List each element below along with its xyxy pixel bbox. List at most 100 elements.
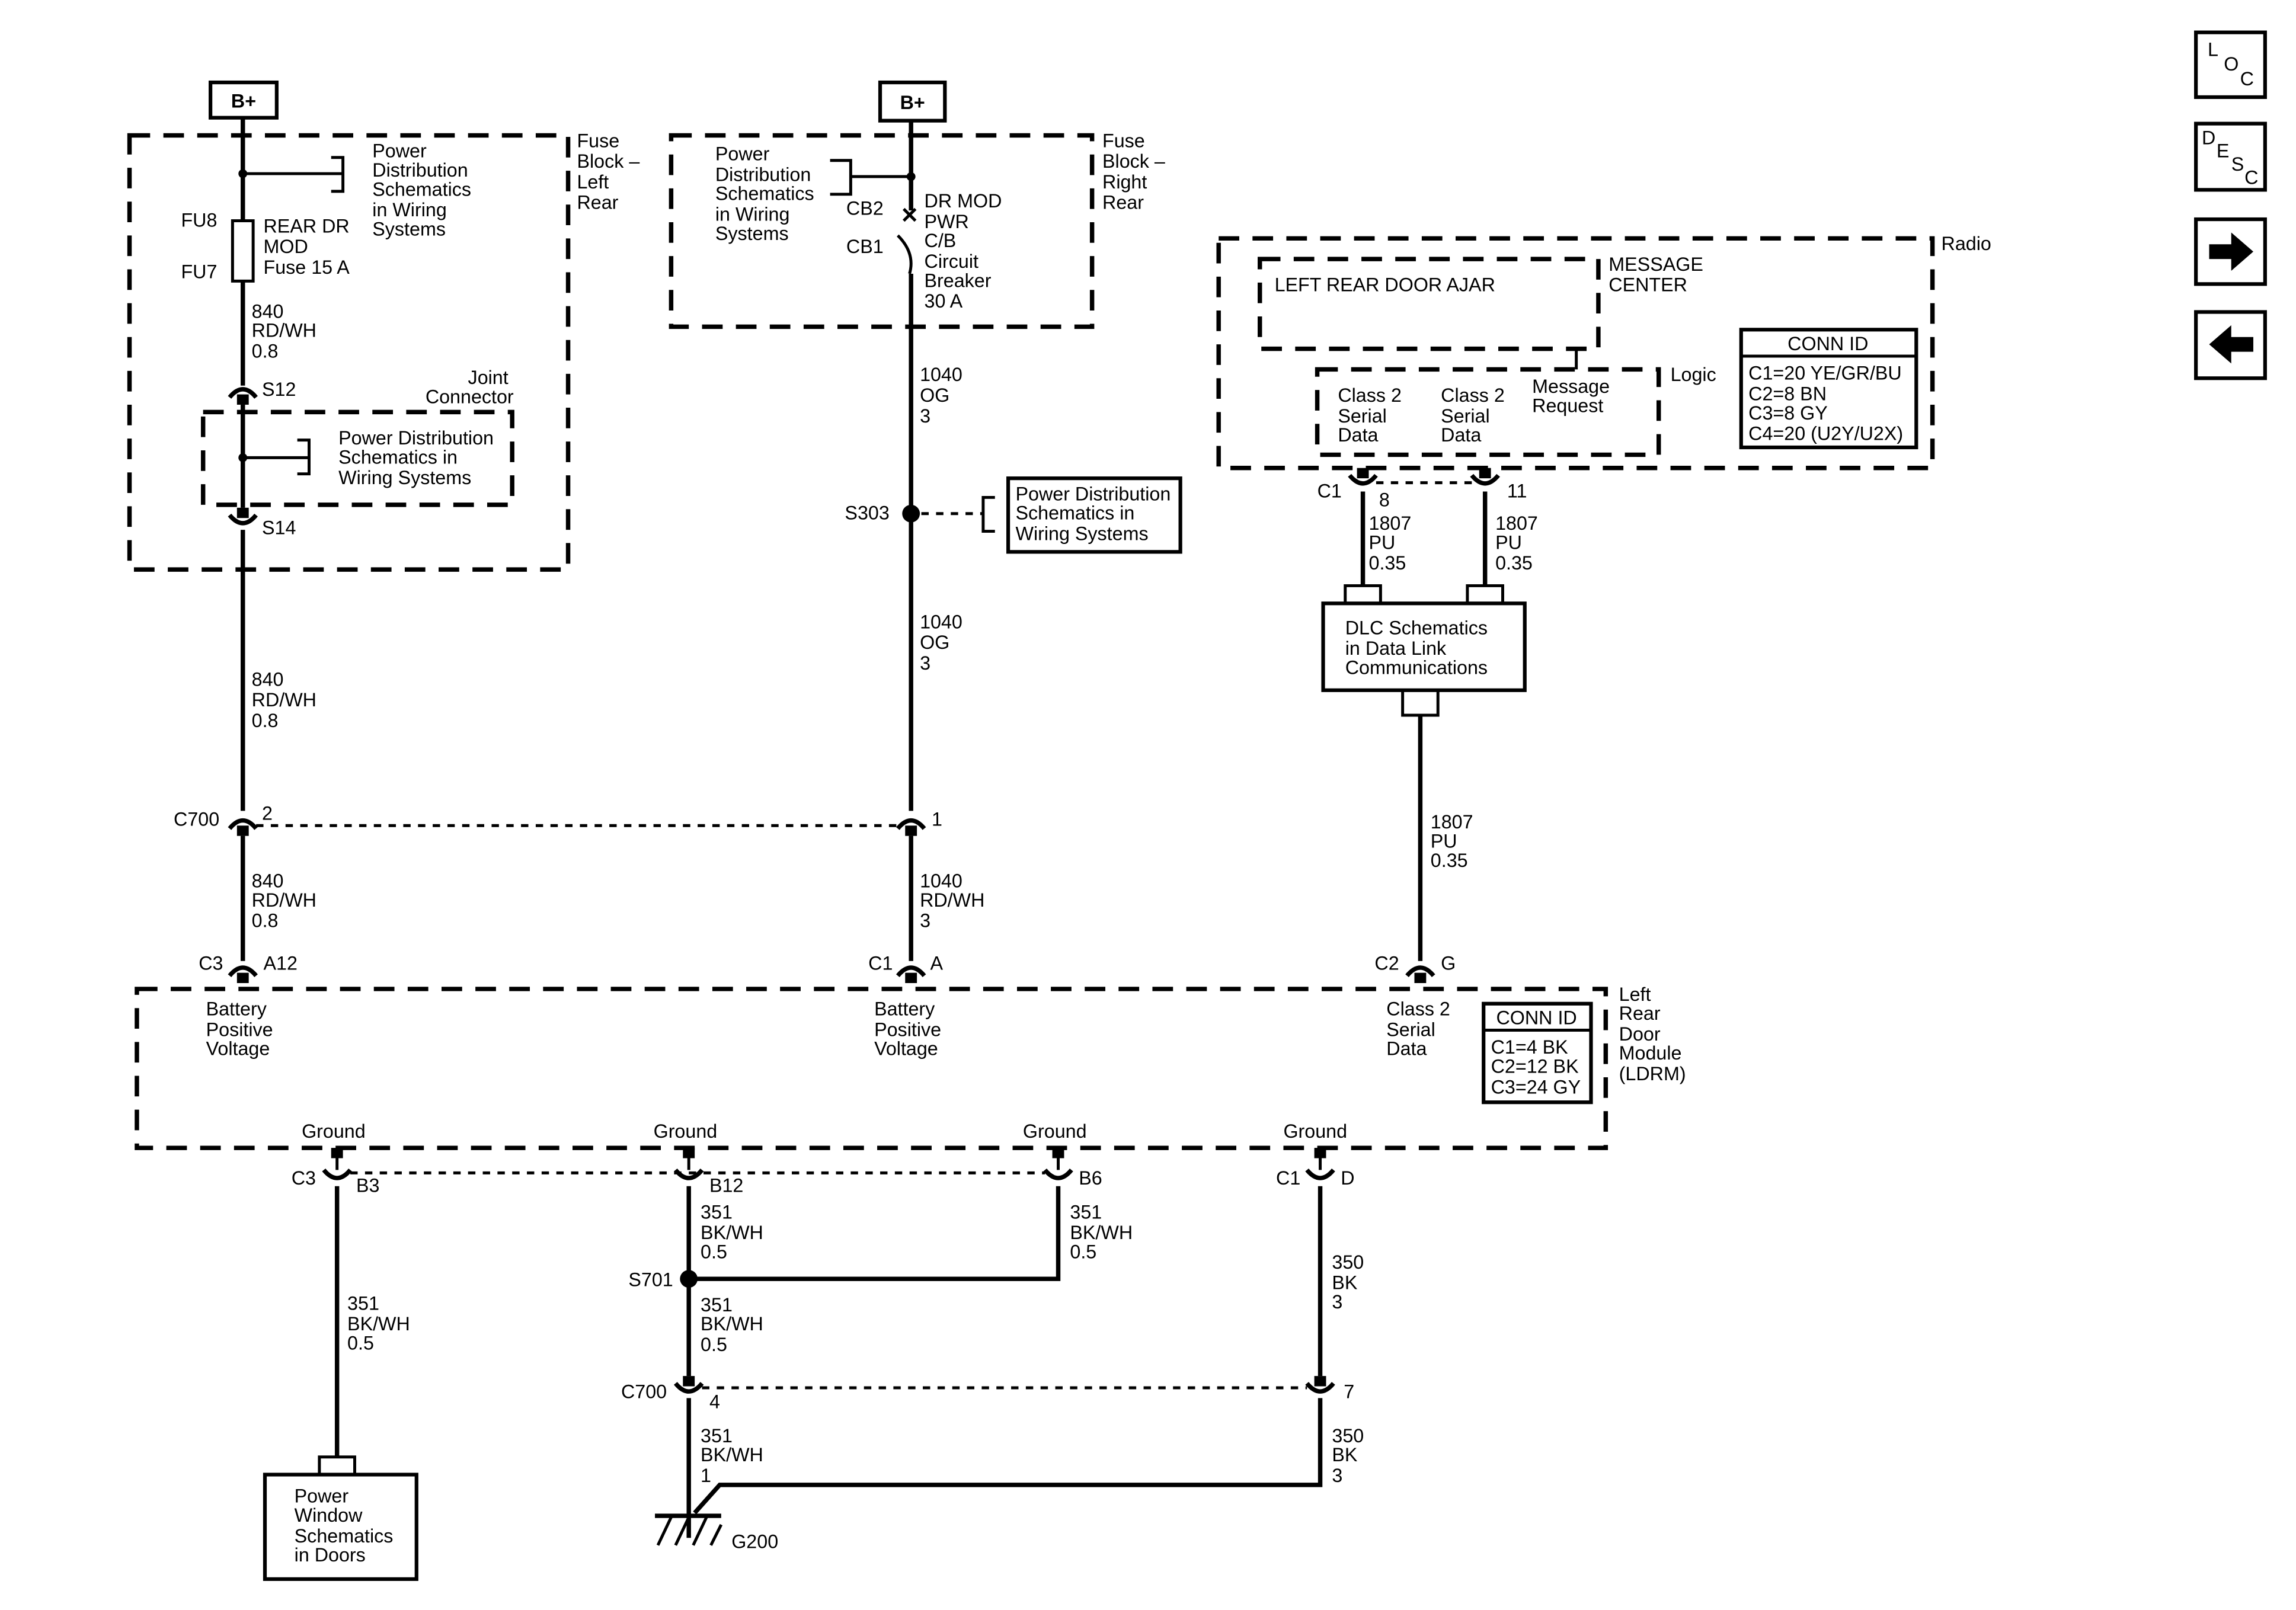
wire-351-d-label: 351 BK/WH 0.5 (701, 1294, 769, 1355)
loc-letter-l: L (2208, 39, 2218, 60)
radio-conn-id-title: CONN ID (1787, 333, 1868, 354)
ldrm-b12-label: B12 (709, 1175, 743, 1196)
ldrm-pin-b3-mark (331, 1148, 343, 1158)
ldrm-ground-1: Ground (302, 1121, 366, 1142)
radio-pin11-label: 11 (1507, 480, 1527, 501)
ldrm-a12-label: A12 (264, 953, 298, 974)
wire-351-c-label: 351 BK/WH 0.5 (1070, 1201, 1138, 1262)
s14-label: S14 (262, 517, 296, 539)
wire-351-b6 (689, 1186, 1061, 1281)
c700-pin7-mark (1314, 1376, 1326, 1387)
logic-box (1315, 367, 1661, 457)
ldrm-pin-a (896, 965, 926, 978)
ldrm-c1b-label: C1 (1276, 1167, 1300, 1189)
circuit-breaker-arc (897, 234, 913, 274)
ldrm-c2-label: C2 (1374, 953, 1399, 974)
dlc-bracket-a (1344, 584, 1382, 604)
wire-350-b-label: 350 BK 3 (1332, 1425, 1369, 1486)
power-window-box (263, 1473, 418, 1581)
wire-350-to-g200 (693, 1398, 1323, 1515)
c700-pin-7 (1305, 1382, 1335, 1394)
desc-letter-c: C (2244, 167, 2258, 188)
connector-c700-pin1 (896, 818, 926, 830)
door-ajar-text: LEFT REAR DOOR AJAR (1275, 274, 1495, 296)
dlc-box (1321, 601, 1527, 692)
power-dist-right-text: Power Distribution Schematics in Wiring … (715, 143, 820, 244)
wire-1807-c-label: 1807 PU 0.35 (1431, 811, 1479, 871)
loc-letter-c: C (2240, 68, 2254, 89)
ldrm-pin-g-mark (1414, 972, 1427, 984)
message-request-text: Message Request (1532, 376, 1615, 416)
radio-conn-id-box (1739, 328, 1918, 450)
next-arrow-button[interactable] (2194, 217, 2267, 286)
message-center-box (1258, 257, 1601, 351)
ldrm-ground-2: Ground (654, 1121, 718, 1142)
ldrm-title: Left Rear Door Module (LDRM) (1619, 984, 1687, 1084)
connector-s12-pin (236, 394, 249, 405)
ldrm-pin-b12-mark (683, 1148, 695, 1158)
ldrm-ground-4: Ground (1283, 1121, 1347, 1142)
g200-label: G200 (731, 1531, 778, 1553)
s303-power-dist-box (1006, 476, 1182, 554)
c700-lower-label: C700 (621, 1381, 667, 1402)
radio-pin-8 (1348, 473, 1378, 486)
ldrm-pin-stubs (335, 1158, 1322, 1170)
fuse-block-right-title: Fuse Block – Right Rear (1102, 130, 1171, 213)
c700-pin4-mark (683, 1376, 695, 1387)
wire-351-a-label: 351 BK/WH 0.5 (347, 1292, 415, 1353)
fuse-block-left-title: Fuse Block – Left Rear (577, 130, 645, 213)
b-plus-left-label: B+ (231, 90, 256, 111)
radio-pin-11 (1470, 473, 1500, 486)
ldrm-pin-b3 (322, 1168, 352, 1180)
wire-1807-a-label: 1807 PU 0.35 (1369, 513, 1417, 574)
ldrm-pin-g (1405, 965, 1435, 978)
ldrm-pin-a-mark (905, 972, 917, 984)
s12-label: S12 (262, 379, 296, 400)
ldrm-b6-label: B6 (1079, 1167, 1102, 1189)
ldrm-c3-label: C3 (199, 953, 223, 974)
cb1-label: CB1 (846, 236, 884, 257)
fuse-desc-text: REAR DR MOD Fuse 15 A (264, 215, 355, 278)
b-plus-mid: B+ (878, 80, 947, 123)
connector-s14-pin (236, 507, 249, 518)
radio-conn-id-list: C1=20 YE/GR/BU C2=8 BN C3=8 GY C4=20 (U2… (1748, 363, 1907, 444)
dlc-text: DLC Schematics in Data Link Communicatio… (1345, 617, 1493, 678)
ldrm-pin-a12 (228, 965, 258, 978)
c700-pin7-label: 7 (1344, 1381, 1354, 1402)
c700-pin2-mark (236, 825, 249, 836)
prev-arrow-button[interactable] (2194, 310, 2267, 380)
ldrm-conn-id-box (1482, 1001, 1593, 1105)
splice-s701 (680, 1270, 698, 1288)
joint-pd-text: Power Distribution Schematics in Wiring … (338, 427, 499, 488)
ldrm-pin-b6 (1043, 1168, 1073, 1180)
s303-bracket (981, 495, 995, 533)
desc-button[interactable]: D E S C (2194, 121, 2267, 192)
s701-label: S701 (628, 1269, 673, 1291)
loc-button[interactable]: L O C (2194, 30, 2267, 100)
joint-connector-box (200, 409, 514, 507)
cb-desc-text: DR MOD PWR C/B Circuit Breaker 30 A (925, 190, 1008, 312)
ldrm-pin-d (1305, 1168, 1335, 1180)
ldrm-pin-d-mark (1314, 1148, 1326, 1158)
ldrm-pin-a12-mark (236, 972, 249, 984)
s303-label: S303 (845, 502, 889, 524)
s303-power-dist-text: Power Distribution Schematics in Wiring … (1016, 483, 1176, 544)
ldrm-b3-label: B3 (356, 1175, 379, 1196)
wire-350-a-label: 350 BK 3 (1332, 1251, 1369, 1313)
desc-letter-e: E (2217, 140, 2230, 162)
fuse-symbol-fu8 (231, 219, 255, 283)
ldrm-c3b-label: C3 (292, 1167, 316, 1189)
loc-letter-o: O (2224, 53, 2239, 75)
power-window-bracket (318, 1455, 356, 1475)
ldrm-bpv2-text: Battery Positive Voltage (874, 998, 946, 1060)
b-plus-mid-label: B+ (900, 92, 925, 113)
c700-pin-2-label: 2 (262, 802, 273, 824)
c700-pin1-mark (905, 825, 917, 836)
class2-b-text: Class 2 Serial Data (1441, 385, 1510, 446)
connector-s14 (228, 513, 258, 526)
joint-pd-bracket (297, 438, 311, 476)
fuse-block-right-rear-box (669, 133, 1095, 329)
ldrm-conn-id-title: CONN ID (1496, 1007, 1576, 1029)
wire-351-b-label: 351 BK/WH 0.5 (701, 1201, 769, 1262)
